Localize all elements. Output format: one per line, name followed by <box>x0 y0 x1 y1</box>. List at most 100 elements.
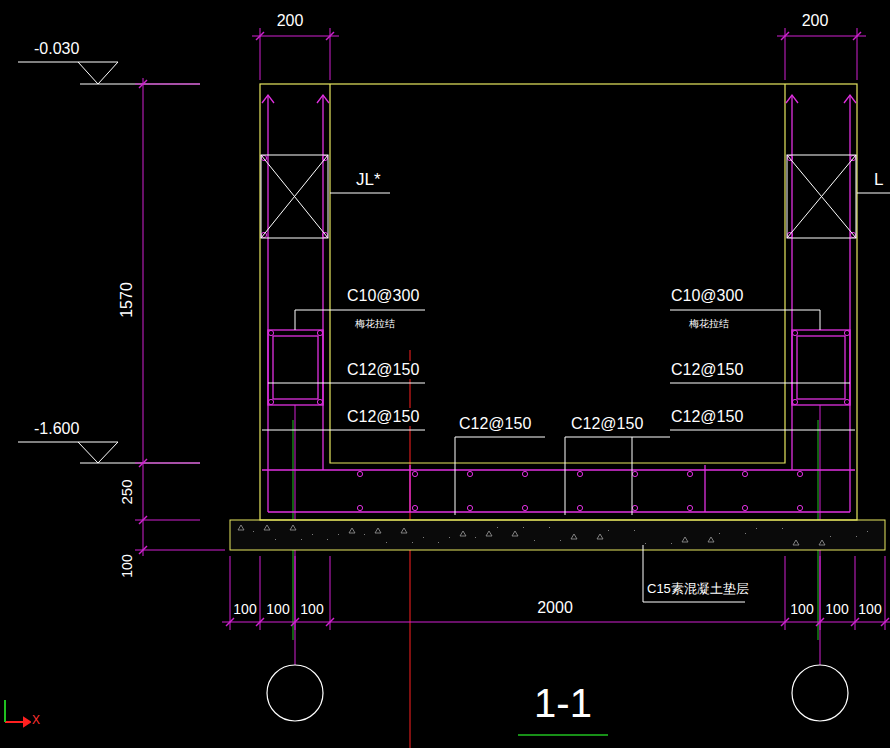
concrete-hatch <box>460 531 466 536</box>
concrete-hatch <box>401 528 407 533</box>
rebar-callout: C12@150 <box>458 415 532 433</box>
dimension-line <box>135 28 890 630</box>
elevation-text: -0.030 <box>33 40 80 58</box>
section-title: 1-1 <box>533 683 593 723</box>
rebar-dot <box>687 505 692 510</box>
rebar <box>268 330 323 405</box>
concrete-hatch <box>438 542 439 543</box>
rebar-dot <box>577 505 582 510</box>
elevation-mark <box>18 62 118 63</box>
dimension-line <box>230 556 231 630</box>
concrete-hatch <box>560 540 561 541</box>
rebar-dot <box>522 471 527 476</box>
dimension-text: 100 <box>857 601 882 617</box>
rebar-dot <box>261 155 855 510</box>
rebar <box>797 336 845 399</box>
rebar-dot <box>687 471 692 476</box>
rebar-dot <box>317 330 322 335</box>
leader-line <box>565 437 670 515</box>
dimension-tick <box>139 546 147 554</box>
dimension-tick <box>256 32 264 40</box>
concrete-hatch <box>423 537 424 538</box>
rebar-dot <box>792 330 797 335</box>
dimension-tick <box>226 618 234 626</box>
dimension-tick <box>853 32 861 40</box>
rebar <box>262 469 855 470</box>
dimension-text: 100 <box>824 601 849 617</box>
beam-section <box>261 155 856 238</box>
beam-section <box>261 155 328 238</box>
dimension-tick <box>781 32 789 40</box>
leader-line <box>857 193 890 194</box>
concrete-hatch <box>793 540 799 545</box>
dimension-text: 100 <box>232 601 257 617</box>
concrete-hatch <box>571 534 577 539</box>
beam-label: L <box>873 170 884 190</box>
rebar-callout: C12@150 <box>570 415 644 433</box>
rebar-dot <box>632 505 637 510</box>
rebar <box>791 95 792 470</box>
rebar-dot <box>797 471 802 476</box>
concrete-hatch <box>238 525 244 530</box>
rebar-callout: C12@150 <box>346 408 420 426</box>
beam-section <box>261 155 328 238</box>
dimension-text: 100 <box>299 601 324 617</box>
concrete-hatch <box>449 537 450 538</box>
dimension-tick <box>291 618 299 626</box>
dimension-line <box>143 78 144 556</box>
concrete-outline <box>260 84 857 520</box>
leader-line <box>670 383 850 384</box>
rebar <box>267 95 268 512</box>
elevation-mark <box>80 84 200 85</box>
rebar-callout: C12@150 <box>346 361 420 379</box>
rebar <box>844 95 856 103</box>
concrete-hatch <box>756 528 757 529</box>
concrete-hatch <box>512 531 518 536</box>
rebar-dot <box>467 471 472 476</box>
concrete-hatch <box>671 543 672 544</box>
beam-section <box>787 155 856 238</box>
rebar-dot <box>317 399 322 404</box>
concrete-hatch <box>856 536 857 537</box>
concrete-hatch <box>312 534 313 535</box>
rebar-dot <box>412 471 417 476</box>
rebar <box>322 95 323 470</box>
rebar-dot <box>268 330 273 335</box>
rebar-note: 梅花拉结 <box>354 318 396 330</box>
concrete-hatch <box>682 537 688 542</box>
dimension-text: 100 <box>789 601 814 617</box>
rebar <box>268 511 850 512</box>
rebar-dot <box>412 505 417 510</box>
ucs-icon <box>5 721 24 723</box>
rebar <box>704 465 705 512</box>
elevation-mark <box>18 442 118 443</box>
concrete-hatch <box>634 530 635 531</box>
dimension-line <box>260 556 261 630</box>
rebar <box>409 465 410 512</box>
dimension-line <box>820 556 821 630</box>
dimension-text: 100 <box>265 601 290 617</box>
concrete-hatch <box>338 534 339 535</box>
dimension-tick <box>139 80 147 88</box>
dimension-text: 2000 <box>536 599 574 617</box>
concrete-hatch <box>782 528 783 529</box>
concrete-pad <box>230 520 885 550</box>
concrete-pad <box>230 520 885 550</box>
axis-bubble <box>267 665 323 721</box>
rebar-dot <box>742 505 747 510</box>
dimension-tick <box>139 459 147 467</box>
axis-letter: X <box>31 714 41 728</box>
axis-bubble <box>792 665 848 721</box>
concrete-hatch <box>475 537 476 538</box>
concrete-hatch <box>719 533 720 534</box>
rebar-dot <box>522 505 527 510</box>
concrete-outline <box>330 84 785 463</box>
elevation-mark <box>80 463 200 464</box>
dimension-tick <box>326 32 334 40</box>
title-underline <box>518 734 608 736</box>
rebar-dot <box>792 399 797 404</box>
concrete-hatch <box>608 530 609 531</box>
dimension-text: 200 <box>801 12 830 30</box>
leader-line <box>330 193 390 194</box>
dimension-tick <box>816 618 824 626</box>
